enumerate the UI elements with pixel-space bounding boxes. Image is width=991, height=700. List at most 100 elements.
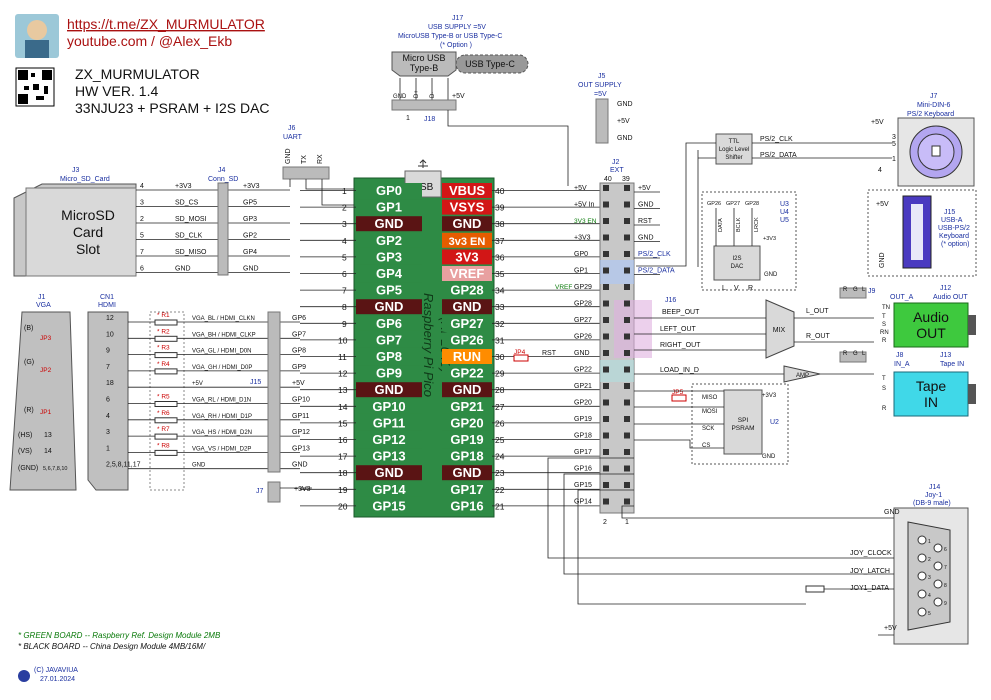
usb-icon [418,159,428,168]
j7-5v: +5V [871,119,884,126]
pico-pin-label: GND [375,382,404,397]
avatar-face [27,20,47,40]
dac-u4: U4 [780,209,789,216]
dac-gp28: GP28 [745,201,759,207]
pico-pin-gp5 [356,282,422,298]
pico-pin-number: 35 [495,269,505,279]
hdmi-pin-number: 3 [106,429,110,436]
db9-pin [933,579,943,589]
typec-shape [455,54,529,74]
j17-ref: J17 [452,15,463,22]
j2-left-label: GND [574,350,590,357]
pico-pin-label: GP6 [376,316,402,331]
j7-p5: 5 [892,141,896,148]
pico-pin-label: GP19 [450,432,483,447]
pico-pin-gnd [356,216,422,232]
pico-pin-label: VSYS [450,200,485,215]
avatar-body [25,40,49,58]
telegram-link[interactable]: https://t.me/ZX_MURMULATOR [67,16,265,32]
sd-pin-number: 3 [140,200,144,207]
sd-gp-label: GP3 [243,216,257,223]
hdmi-pin-number: 7 [106,364,110,371]
joy-clock: JOY_CLOCK [850,550,892,557]
author-logo-icon [18,670,30,682]
j18-dp: D+ [414,90,420,98]
pico-pin-label: VREF [450,266,485,281]
j6-pin-tx: TX [301,155,308,164]
pico-pin-number: 16 [338,435,348,445]
vga-signal-label: VGA_VS / HDMI_D2P [192,446,251,452]
i2s-dac: U3 U4 U5 GP26 GP27 GP28 DATA BCLK LRCK +… [701,191,797,292]
pico-pin-gnd [442,216,492,232]
vga-signal-label: +5V [192,381,203,387]
j2-left-label: +5V [574,185,587,192]
j7-name: Mini-DIN-6 [917,102,951,109]
amp-symbol [783,365,821,383]
hdmi-pin-number: 12 [106,315,114,322]
pico-pin-number: 7 [342,286,347,296]
pico-pin-number: 36 [495,252,505,262]
j15-vga-ref: J15 [250,379,261,386]
pico-pin-number: 1 [342,186,347,196]
pico-pin-label: GP12 [372,432,405,447]
dac-out-l: L [722,285,726,292]
j13-ref: J13 [940,352,951,359]
usb-port-label: USB [413,182,434,193]
dac-gp27: GP27 [726,201,740,207]
psram-ref: U2 [770,419,779,426]
vga-signal-label: VGA_BH / HDMI_CLKP [192,332,256,338]
vga-gp-label: GND [292,462,308,469]
j13-r: R [882,406,887,412]
psram-cs: CS [702,443,710,449]
pico-pin-gp16 [442,498,492,514]
j17-line3: (* Option ) [440,42,472,49]
jp4-jumper: JP4 RST [513,349,557,362]
vga-gp-label: GP12 [292,429,310,436]
pico-pin-number: 28 [495,385,505,395]
pico-pin-number: 23 [495,468,505,478]
sd-gp-label: GND [243,266,259,273]
j15-sub2: Keyboard [939,233,969,240]
footer: * GREEN BOARD -- Raspberry Ref. Design M… [18,631,221,683]
pico-pin-gp12 [356,432,422,447]
pico-pin-label: GP15 [372,498,405,513]
joy-latch: JOY_LATCH [850,568,890,575]
pico-pin-label: GP18 [450,449,483,464]
pico-pin-gp19 [442,432,492,447]
j2-right-label: RST [638,218,653,225]
pico-pin-label: GP20 [450,415,483,430]
hw-config: 33NJU23 + PSRAM + I2S DAC [75,100,270,116]
uart-wires [289,179,354,206]
j16-highlight [614,300,652,358]
vga-signal-label: VGA_RL / HDMI_D1N [192,398,251,404]
hdmi-pin-number: 10 [106,331,114,338]
pico-pin-label: GP13 [372,449,405,464]
mixer-symbol [765,299,795,359]
vga-hs-pin: 13 [44,432,52,439]
db9-pin-number: 5 [928,611,931,617]
vga-gp-label: +5V [292,380,305,387]
pico-pin-gp15 [356,498,422,514]
ttl-l2: Logic Level [719,147,749,153]
micro-usb-shape [391,51,457,77]
pico-pin-label: GND [453,216,482,231]
j15-gnd: GND [879,252,886,268]
resistor-label: * R4 [157,361,170,368]
dac-input-wires [715,208,753,246]
j8-ref: J8 [896,352,904,359]
j18-one: 1 [406,115,410,122]
pico-pin-gp20 [442,415,492,431]
pico-pin-number: 2 [342,203,347,213]
db9-pin-number: 1 [928,539,931,545]
db9-pin [917,607,927,617]
youtube-link[interactable]: youtube.com / @Alex_Ekb [67,33,232,49]
j7-vga-3v3: +3V3 [294,486,311,493]
vga-vs-pin: 14 [44,448,52,455]
pico-pin-number: 32 [495,319,505,329]
j12-name: Audio OUT [933,294,968,301]
j9-name: OUT_A [890,294,914,301]
j3-ref: J3 [72,167,80,174]
